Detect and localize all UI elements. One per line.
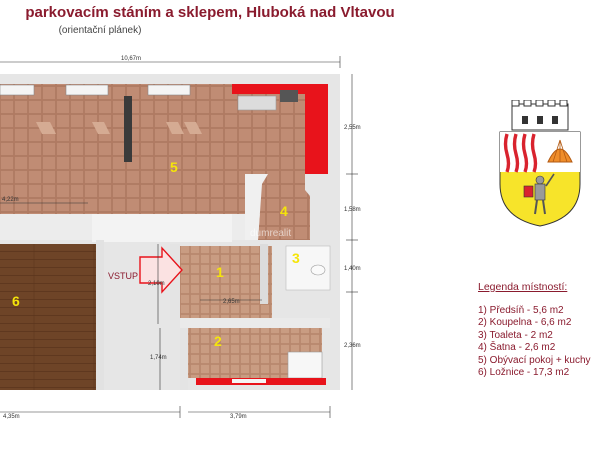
dim-right-wardrobe: 1,58m: [344, 207, 361, 213]
kitchen-stove: [280, 90, 298, 102]
room-number-6: 6: [12, 293, 20, 309]
room-1-floor: [180, 246, 272, 318]
dim-right-top: 2,55m: [344, 125, 361, 131]
legend-item: 3) Toaleta - 2 m2: [478, 329, 553, 341]
bedroom-wall: [96, 240, 104, 390]
legend-item: 5) Obývací pokoj + kuchy: [478, 354, 591, 366]
wardrobe-wall: [245, 174, 268, 240]
dim-right-toilet: 1,40m: [344, 266, 361, 272]
room-number-4: 4: [280, 203, 288, 219]
kitchen-sink: [237, 95, 277, 111]
dim-entry-left: 2,10m: [148, 281, 165, 287]
window-2: [65, 84, 109, 96]
page-subtitle: (orientační plánek): [58, 25, 142, 36]
light-patch: [166, 122, 184, 134]
light-patch: [92, 122, 110, 134]
chimney-column: [124, 96, 132, 162]
room-5-extension: [0, 174, 245, 214]
entrance-label: VSTUP: [108, 271, 138, 281]
room-number-2: 2: [214, 333, 222, 349]
room-4-floor: [258, 184, 310, 240]
window-1: [0, 84, 35, 96]
room-number-5: 5: [170, 159, 178, 175]
dim-entry-width: 2,65m: [223, 299, 240, 305]
window-3: [147, 84, 191, 96]
dim-top-width: 10,67m: [121, 56, 141, 62]
dim-bottom-left: 4,35m: [3, 414, 20, 420]
floor-plan: VSTUP 5 6 4 1 3 2 dumrealit 10,67m 4,22m…: [0, 56, 361, 420]
dim-bath-left: 1,74m: [150, 355, 167, 361]
light-patch: [36, 122, 56, 134]
dim-bottom-right: 3,79m: [230, 414, 247, 420]
legend-item: 6) Ložnice - 17,3 m2: [478, 367, 570, 378]
dim-living-width: 4,22m: [2, 197, 19, 203]
watermark: dumrealit: [250, 228, 291, 239]
toilet-bowl: [310, 264, 326, 276]
bathroom-wall-left: [180, 328, 188, 390]
interior-wall: [92, 214, 232, 242]
bathroom-window: [232, 379, 266, 383]
kitchen-counter-side: [305, 84, 328, 174]
entry-partition: [260, 244, 268, 304]
legend-item: 1) Předsíň - 5,6 m2: [478, 304, 564, 316]
bathtub: [287, 351, 323, 379]
entry-wall: [170, 244, 180, 320]
room-number-1: 1: [216, 264, 224, 280]
legend-title: Legenda místností:: [478, 281, 568, 293]
kitchen-counter-top: [232, 84, 328, 94]
corridor: [180, 318, 330, 328]
legend-item: 2) Koupelna - 6,6 m2: [478, 317, 572, 328]
dim-right-bath: 2,36m: [344, 343, 361, 349]
entrance-arrow: [139, 246, 183, 294]
room-legend: Legenda místností: 1) Předsíň - 5,6 m2 2…: [478, 281, 598, 380]
room-number-3: 3: [292, 250, 300, 266]
dimension-lines: [0, 56, 358, 418]
coat-of-arms-icon: [499, 100, 581, 227]
page-title: parkovacím stáním a sklepem, Hluboká nad…: [25, 4, 395, 21]
light-patch: [184, 122, 202, 134]
room-6-floor: [0, 244, 96, 390]
legend-item: 4) Šatna - 2,6 m2: [478, 342, 556, 353]
